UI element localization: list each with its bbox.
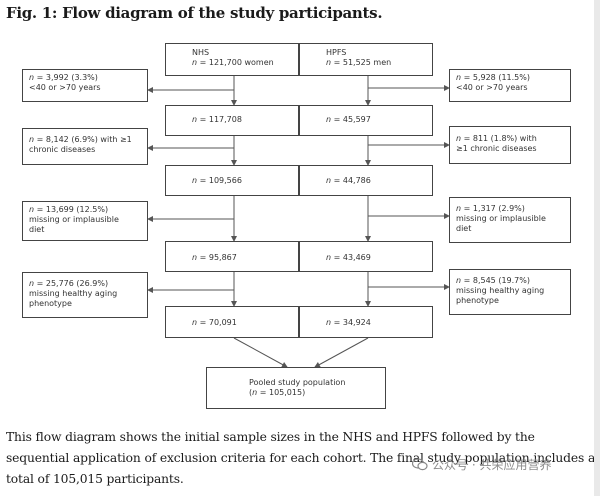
nhs-exclusion-1: n = 3,992 (3.3%) <40 or >70 years [22, 69, 148, 102]
n-symbol: n [252, 388, 258, 397]
nhs-stage-3: n = 95,867 [165, 241, 299, 272]
exclusion-reason: ≥1 chronic diseases [456, 144, 537, 153]
nhs-start-box: NHS n = 121,700 women [165, 43, 299, 76]
nhs-name: NHS [192, 48, 210, 57]
exclusion-reason: missing healthy aging [29, 289, 118, 298]
hpfs-start-box: HPFS n = 51,525 men [299, 43, 433, 76]
exclusion-reason: <40 or >70 years [29, 83, 101, 92]
merge-arrow-nhs [233, 337, 288, 368]
watermark-text: 公众号 · 共荣应用营养 [432, 458, 552, 472]
nhs-stage-2-count: = 109,566 [199, 176, 242, 185]
n-symbol: n [326, 176, 332, 185]
n-symbol: n [192, 253, 198, 262]
n-symbol: n [192, 58, 198, 67]
page-edge [594, 0, 600, 496]
exclusion-count: = 5,928 (11.5%) [463, 73, 530, 82]
exclusion-count: = 3,992 (3.3%) [36, 73, 98, 82]
n-symbol: n [192, 176, 198, 185]
connector-lines [147, 76, 450, 368]
exclusion-reason-cont: phenotype [29, 299, 72, 308]
figure-title: Fig. 1: Flow diagram of the study partic… [6, 4, 383, 22]
hpfs-exclusion-1: n = 5,928 (11.5%) <40 or >70 years [449, 69, 571, 102]
exclusion-reason: missing or implausible [29, 215, 119, 224]
n-symbol: n [456, 276, 462, 285]
flow-diagram: NHS n = 121,700 women HPFS n = 51,525 me… [22, 43, 571, 409]
exclusion-count: = 13,699 (12.5%) [36, 205, 109, 214]
exclusion-count: = 811 (1.8%) with [463, 134, 537, 143]
n-symbol: n [192, 318, 198, 327]
exclusion-count: = 25,776 (26.9%) [36, 279, 109, 288]
n-symbol: n [456, 73, 462, 82]
hpfs-stage-1: n = 45,597 [299, 105, 433, 136]
nhs-stage-4-count: = 70,091 [199, 318, 237, 327]
pooled-population-box: Pooled study population (n = 105,015) [206, 367, 386, 409]
pooled-count: = 105,015) [259, 388, 306, 397]
hpfs-start-count: = 51,525 men [333, 58, 392, 67]
nhs-stage-1: n = 117,708 [165, 105, 299, 136]
nhs-exclusion-3: n = 13,699 (12.5%) missing or implausibl… [22, 201, 148, 241]
nhs-start-count: = 121,700 women [199, 58, 274, 67]
nhs-stage-1-count: = 117,708 [199, 115, 242, 124]
exclusion-count: = 8,545 (19.7%) [463, 276, 530, 285]
merge-arrow-hpfs [314, 337, 369, 368]
n-symbol: n [29, 279, 35, 288]
n-symbol: n [326, 253, 332, 262]
nhs-exclusion-2: n = 8,142 (6.9%) with ≥1 chronic disease… [22, 128, 148, 165]
hpfs-exclusion-4: n = 8,545 (19.7%) missing healthy aging … [449, 269, 571, 315]
exclusion-count: = 1,317 (2.9%) [463, 204, 525, 213]
exclusion-reason: <40 or >70 years [456, 83, 528, 92]
exclusion-reason-cont: phenotype [456, 296, 499, 305]
exclusion-reason-cont: diet [456, 224, 472, 233]
n-symbol: n [326, 58, 332, 67]
hpfs-name: HPFS [326, 48, 347, 57]
nhs-stage-4: n = 70,091 [165, 306, 299, 338]
hpfs-stage-4-count: = 34,924 [333, 318, 371, 327]
n-symbol: n [326, 318, 332, 327]
n-symbol: n [326, 115, 332, 124]
nhs-stage-2: n = 109,566 [165, 165, 299, 196]
exclusion-reason: missing or implausible [456, 214, 546, 223]
n-symbol: n [29, 135, 35, 144]
exclusion-reason: missing healthy aging [456, 286, 545, 295]
exclusion-count: = 8,142 (6.9%) with ≥1 [36, 135, 132, 144]
n-symbol: n [192, 115, 198, 124]
hpfs-stage-1-count: = 45,597 [333, 115, 371, 124]
figure-caption: This flow diagram shows the initial samp… [6, 430, 596, 486]
wechat-icon [411, 458, 428, 471]
watermark: 公众号 · 共荣应用营养 [411, 456, 552, 473]
n-symbol: n [29, 73, 35, 82]
pooled-label: Pooled study population [249, 378, 346, 387]
hpfs-stage-3-count: = 43,469 [333, 253, 371, 262]
nhs-stage-3-count: = 95,867 [199, 253, 237, 262]
pooled-paren: ( [249, 388, 253, 397]
n-symbol: n [456, 204, 462, 213]
hpfs-stage-3: n = 43,469 [299, 241, 433, 272]
hpfs-exclusion-3: n = 1,317 (2.9%) missing or implausible … [449, 197, 571, 243]
hpfs-stage-2-count: = 44,786 [333, 176, 371, 185]
hpfs-stage-4: n = 34,924 [299, 306, 433, 338]
hpfs-exclusion-2: n = 811 (1.8%) with ≥1 chronic diseases [449, 126, 571, 164]
exclusion-reason-cont: diet [29, 225, 45, 234]
nhs-exclusion-4: n = 25,776 (26.9%) missing healthy aging… [22, 272, 148, 318]
n-symbol: n [29, 205, 35, 214]
hpfs-stage-2: n = 44,786 [299, 165, 433, 196]
exclusion-reason: chronic diseases [29, 145, 96, 154]
n-symbol: n [456, 134, 462, 143]
